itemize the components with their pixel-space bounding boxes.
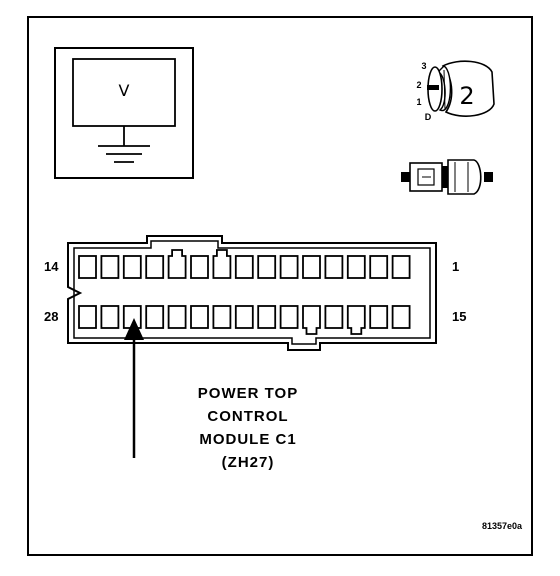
pointer-arrow-icon [124,318,144,458]
connector-cavity [145,255,165,279]
pin-label-bottom-left: 28 [44,309,58,324]
connector-cavity [212,249,232,279]
connector-cavity [279,305,299,329]
connector-cavity [257,305,277,329]
connector-cavity [279,255,299,279]
connector-cavity [257,255,277,279]
selector-switch-icon [427,60,495,117]
diagram-border [27,16,533,556]
switch-position-2: 2 [416,80,421,90]
connector-cavity [100,305,120,329]
figure-id: 81357e0a [482,521,523,531]
connector-cavity [369,305,389,329]
switch-position-3: 3 [421,61,426,71]
connector-cavity [391,255,411,279]
caption-line-2: CONTROL [207,408,288,425]
connector-cavity [302,255,321,279]
connector-cavity [346,255,366,279]
connector-cavity [234,305,254,329]
meter-symbol: V [119,81,130,100]
mating-connector-icon [401,159,493,195]
connector-c1 [67,235,437,351]
connector-cavity [234,255,254,279]
switch-selected-value: 2 [459,82,474,110]
pin-label-top-left: 14 [44,259,59,274]
connector-cavity [78,255,97,279]
caption-line-1: POWER TOP [198,385,298,402]
connector-cavity [100,255,120,279]
connector-cavity [145,305,165,329]
connector-cavity [190,255,209,279]
switch-position-d: D [425,112,432,122]
connector-cavity [324,255,344,279]
caption-line-4: (ZH27) [222,454,275,471]
connector-cavity [190,305,209,329]
connector-cavity [346,305,366,335]
voltmeter-icon [54,47,194,179]
connector-cavity [122,255,142,279]
connector-cavity [324,305,344,329]
connector-cavity [369,255,389,279]
connector-cavity [167,305,187,329]
caption-line-3: MODULE C1 [199,431,296,448]
connector-cavity [167,249,187,279]
connector-cavity [212,305,232,329]
connector-cavity [302,305,321,335]
connector-cavity [78,305,97,329]
pin-label-bottom-right: 15 [452,309,466,324]
connector-cavities [78,249,411,335]
pin-label-top-right: 1 [452,259,459,274]
switch-position-1: 1 [416,97,421,107]
connector-cavity [391,305,411,329]
